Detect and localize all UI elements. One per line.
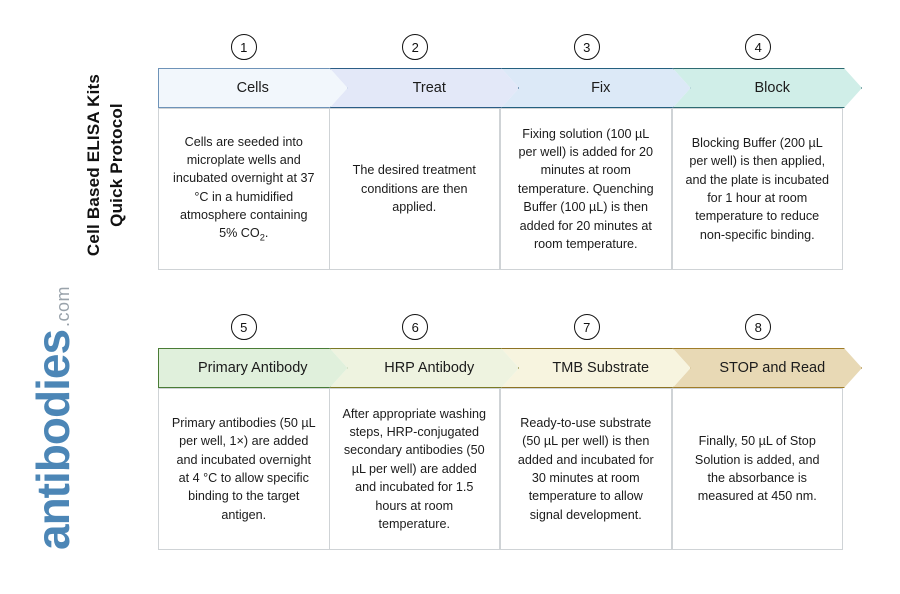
step-label-2: Treat <box>412 80 446 96</box>
step-chevron-6[interactable]: HRP Antibody <box>330 348 520 388</box>
step-number-7: 7 <box>573 314 600 340</box>
step-description-1: Cells are seeded into microplate wells a… <box>158 108 330 270</box>
brand-logo-suffix: .com <box>53 285 73 327</box>
step-number-8: 8 <box>745 314 772 340</box>
chevron-shape-1 <box>158 68 348 108</box>
step-description-text-8: Finally, 50 µL of Stop Solution is added… <box>694 434 820 504</box>
step-description-8: Finally, 50 µL of Stop Solution is added… <box>671 388 843 550</box>
brand-logo-name: antibodies <box>27 329 79 550</box>
step-number-5: 5 <box>230 314 257 340</box>
step-number-2: 2 <box>402 34 429 60</box>
step-label-3: Fix <box>591 80 611 96</box>
step-number-3: 3 <box>573 34 600 60</box>
step-description-text-4: Blocking Buffer (200 µL per well) is the… <box>685 135 830 242</box>
step-chevron-4[interactable]: Block <box>673 68 863 108</box>
step-label-4: Block <box>754 80 790 96</box>
flow-row-1: 1 2 3 4 Cells Treat Fix Block Cells are seeded… <box>158 34 844 270</box>
description-boxes-row-2: Primary antibodies (50 µL per well, 1×) … <box>158 388 844 550</box>
step-description-text-1: Cells are seeded into microplate wells a… <box>173 134 315 243</box>
step-numbers-row-2: 5 6 7 8 <box>158 314 844 348</box>
page-title-line-1: Cell Based ELISA Kits <box>84 73 104 257</box>
step-description-7: Ready-to-use substrate (50 µL per well) … <box>500 388 672 550</box>
chevron-shape-5 <box>158 348 348 388</box>
step-description-6: After appropriate washing steps, HRP-con… <box>328 388 500 550</box>
step-label-1: Cells <box>236 80 269 96</box>
chevron-shape-4 <box>673 68 863 108</box>
description-boxes-row-1: Cells are seeded into microplate wells a… <box>158 108 844 270</box>
chevron-shape-2 <box>330 68 520 108</box>
brand-logo: antibodies .com <box>27 286 100 550</box>
chevron-band-row-2: Primary Antibody HRP Antibody TMB Substrat… <box>158 348 844 388</box>
step-label-8: STOP and Read <box>719 360 826 376</box>
step-description-text-7: Ready-to-use substrate (50 µL per well) … <box>517 415 654 522</box>
step-chevron-2[interactable]: Treat <box>330 68 520 108</box>
step-description-text-5: Primary antibodies (50 µL per well, 1×) … <box>171 415 316 522</box>
step-chevron-7[interactable]: TMB Substrate <box>501 348 691 388</box>
step-description-4: Blocking Buffer (200 µL per well) is the… <box>671 108 843 270</box>
step-chevron-8[interactable]: STOP and Read <box>673 348 863 388</box>
step-description-text-2: The desired treatment conditions are the… <box>352 163 476 215</box>
flow-row-2: 5 6 7 8 Primary Antibody HRP Antibody TMB Sub… <box>158 314 844 550</box>
chevron-shape-3 <box>501 68 691 108</box>
page-title-line-2: Quick Protocol <box>107 103 126 227</box>
step-chevron-5[interactable]: Primary Antibody <box>158 348 348 388</box>
chevron-shape-8 <box>673 348 863 388</box>
step-numbers-row-1: 1 2 3 4 <box>158 34 844 68</box>
step-chevron-3[interactable]: Fix <box>501 68 691 108</box>
step-description-3: Fixing solution (100 µL per well) is add… <box>500 108 672 270</box>
chevron-shape-6 <box>330 348 520 388</box>
step-description-text-3: Fixing solution (100 µL per well) is add… <box>517 126 654 251</box>
step-label-5: Primary Antibody <box>197 360 308 376</box>
step-number-6: 6 <box>402 314 429 340</box>
step-description-5: Primary antibodies (50 µL per well, 1×) … <box>158 388 330 550</box>
chevron-band-row-1: Cells Treat Fix Block <box>158 68 844 108</box>
page-title: Cell Based ELISA Kits Quick Protocol <box>66 30 146 300</box>
step-description-text-6: After appropriate washing steps, HRP-con… <box>342 406 486 531</box>
step-chevron-1[interactable]: Cells <box>158 68 348 108</box>
step-label-7: TMB Substrate <box>552 360 650 376</box>
step-number-1: 1 <box>230 34 257 60</box>
step-number-4: 4 <box>745 34 772 60</box>
step-label-6: HRP Antibody <box>384 360 475 376</box>
step-description-2: The desired treatment conditions are the… <box>328 108 500 270</box>
